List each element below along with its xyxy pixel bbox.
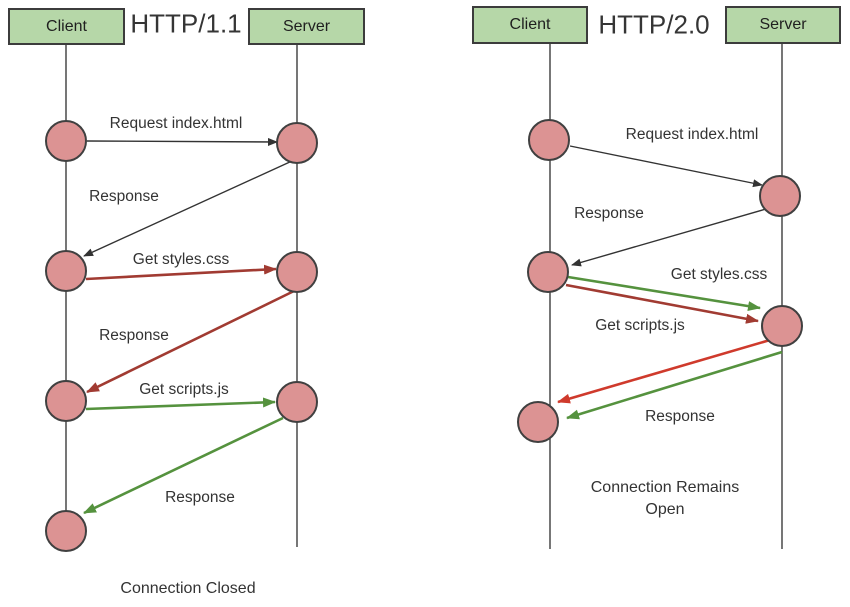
footer-connection-remains-open: Connection Remains Open bbox=[591, 477, 740, 521]
arrow-response-scripts-http20 bbox=[557, 338, 771, 404]
arrow-request-index-http11 bbox=[86, 137, 278, 146]
label-request-index-http20: Request index.html bbox=[625, 126, 759, 143]
event-node-client1-http20 bbox=[528, 119, 570, 161]
label-get-styles-http20: Get styles.css bbox=[670, 266, 768, 283]
arrow-response-scripts-http11 bbox=[83, 416, 284, 515]
footer-line-1: Connection Remains bbox=[590, 479, 740, 496]
footer-connection-closed: Connection Closed bbox=[120, 580, 256, 597]
label-response-scripts-http11: Response bbox=[165, 489, 235, 506]
title-http20: HTTP/2.0 bbox=[598, 9, 710, 40]
event-node-client2-http20 bbox=[527, 251, 569, 293]
event-node-client3-http11 bbox=[45, 380, 87, 422]
event-node-server3-http11 bbox=[276, 381, 318, 423]
label-get-scripts-http11: Get scripts.js bbox=[139, 381, 229, 398]
event-node-server1-http20 bbox=[759, 175, 801, 217]
arrow-response-styles-http11 bbox=[86, 289, 295, 394]
event-node-server1-http11 bbox=[276, 122, 318, 164]
event-node-client1-http11 bbox=[45, 120, 87, 162]
label-get-styles-http11: Get styles.css bbox=[132, 251, 230, 268]
label-request-index-http11: Request index.html bbox=[109, 115, 243, 132]
label-response-both-http20: Response bbox=[645, 408, 715, 425]
arrow-get-scripts-http11 bbox=[85, 397, 276, 411]
title-http11: HTTP/1.1 bbox=[130, 8, 242, 39]
event-node-server2-http11 bbox=[276, 251, 318, 293]
label-response-index-http11: Response bbox=[89, 188, 159, 205]
label-get-scripts-http20: Get scripts.js bbox=[595, 317, 685, 334]
arrow-response-index-http11 bbox=[83, 160, 293, 257]
server-box-http11: Server bbox=[248, 8, 365, 45]
arrow-get-styles-http11 bbox=[85, 264, 277, 281]
footer-line-2: Open bbox=[645, 501, 685, 518]
server-box-http20: Server bbox=[725, 6, 841, 44]
arrow-get-styles-http20 bbox=[567, 275, 761, 312]
arrow-request-index-http20 bbox=[569, 145, 763, 188]
client-box-http11: Client bbox=[8, 8, 125, 45]
event-node-server2-http20 bbox=[761, 305, 803, 347]
label-response-index-http20: Response bbox=[574, 205, 644, 222]
event-node-client2-http11 bbox=[45, 250, 87, 292]
event-node-client4-http11 bbox=[45, 510, 87, 552]
label-response-styles-http11: Response bbox=[99, 327, 169, 344]
arrow-get-scripts-http20 bbox=[565, 283, 759, 324]
arrow-response-styles-http20 bbox=[566, 350, 783, 420]
client-box-http20: Client bbox=[472, 6, 588, 44]
event-node-client3-http20 bbox=[517, 401, 559, 443]
arrow-response-index-http20 bbox=[571, 208, 767, 267]
